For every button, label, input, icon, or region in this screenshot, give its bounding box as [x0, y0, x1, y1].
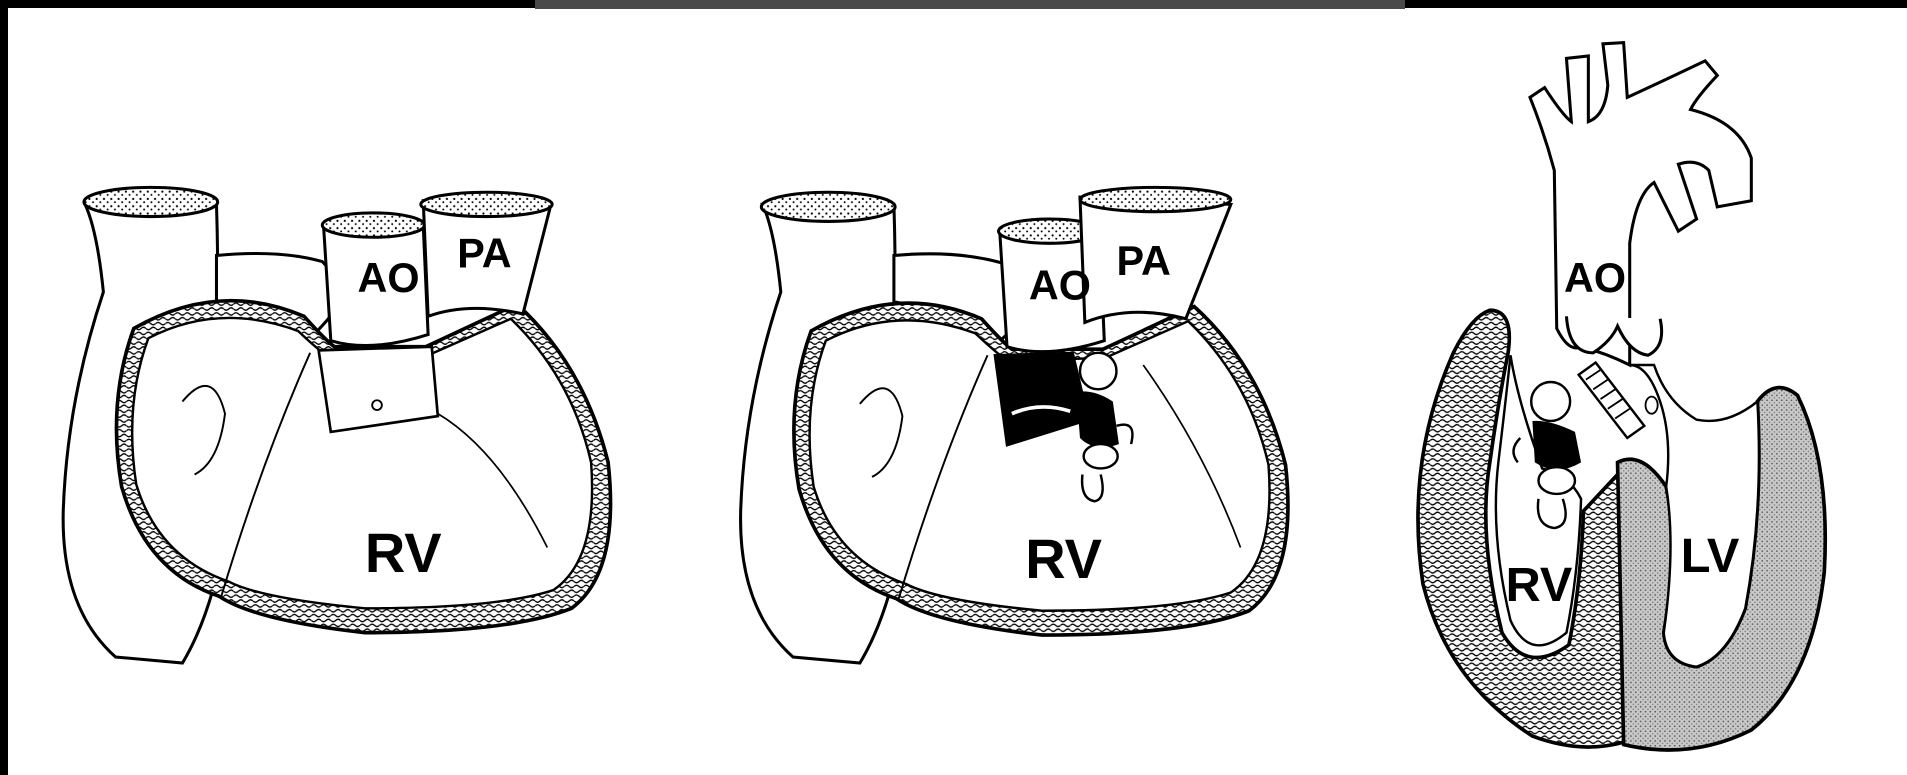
- label-ao-left: AO: [358, 255, 420, 301]
- vena-cava-top-middle: [761, 192, 895, 221]
- panel-middle: AO PA RV: [741, 187, 1288, 663]
- patch-left: [319, 347, 438, 432]
- label-lv-right: LV: [1681, 529, 1740, 583]
- patch-hole-left: [372, 400, 382, 410]
- label-ao-middle: AO: [1029, 262, 1091, 308]
- label-rv-middle: RV: [1025, 527, 1102, 590]
- aortic-arch-right: [1530, 43, 1751, 365]
- panel-right: AO RV LV: [1418, 43, 1825, 750]
- label-ao-right: AO: [1564, 255, 1626, 301]
- vena-cava-top-left: [84, 187, 218, 216]
- pulmonary-artery-top-left: [421, 192, 552, 216]
- aorta-top-left: [322, 213, 424, 237]
- label-rv-right: RV: [1506, 558, 1573, 612]
- label-rv-left: RV: [365, 521, 442, 584]
- pulmonary-artery-top-middle: [1080, 187, 1231, 211]
- panel-left: AO PA RV: [63, 187, 610, 663]
- label-pa-middle: PA: [1116, 238, 1170, 284]
- label-pa-left: PA: [457, 231, 511, 277]
